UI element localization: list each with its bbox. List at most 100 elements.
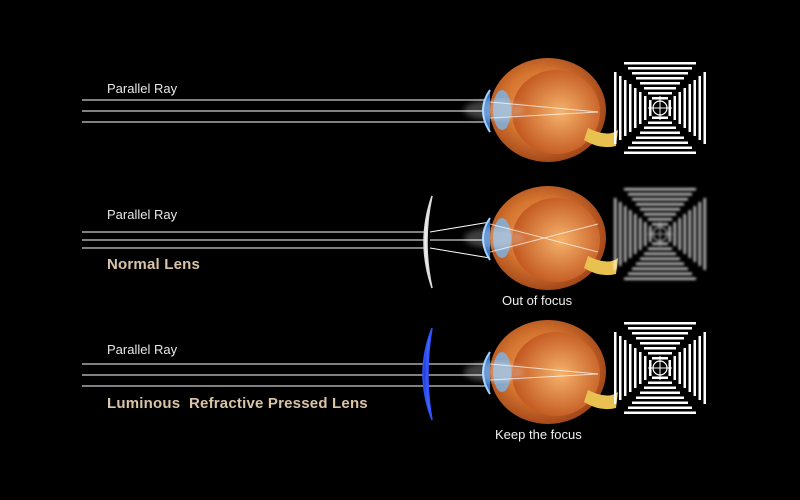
chart-bar (614, 198, 617, 270)
chart-bar (648, 381, 672, 384)
chart-bar (644, 347, 676, 350)
chart-bar (640, 342, 680, 345)
chart-bar (678, 218, 681, 250)
chart-bar (648, 247, 672, 250)
parallel-rays (82, 363, 490, 387)
focus-test-chart-icon (614, 322, 706, 414)
row-1-diagram (82, 58, 706, 162)
chart-bar (624, 80, 627, 136)
chart-bar (634, 88, 637, 128)
chart-bar (644, 96, 647, 120)
chart-bar (683, 348, 686, 388)
chart-bar (648, 92, 672, 95)
chart-bar (636, 396, 684, 399)
chart-bar (644, 213, 676, 216)
chart-bar (632, 72, 688, 75)
chart-bar (624, 277, 696, 280)
parallel-rays (82, 99, 490, 123)
chart-bar (644, 126, 676, 129)
chart-bar (648, 218, 672, 221)
chart-bar (632, 401, 688, 404)
chart-bar (693, 80, 696, 136)
focus-caption: Out of focus (502, 293, 573, 308)
chart-bar (628, 327, 692, 330)
chart-bar (683, 88, 686, 128)
chart-bar (644, 356, 647, 380)
chart-bar (629, 344, 632, 392)
focus-test-chart-icon (614, 188, 706, 280)
chart-bar (636, 77, 684, 80)
chart-bar (698, 76, 701, 140)
chart-bar (624, 206, 627, 262)
chart-bar (628, 272, 692, 275)
chart-bar (634, 348, 637, 388)
concave-lens-icon (423, 195, 433, 289)
chart-bar (639, 92, 642, 124)
chart-bar (636, 136, 684, 139)
ray-label: Parallel Ray (107, 81, 178, 96)
chart-bar (688, 344, 691, 392)
chart-bar (624, 322, 696, 325)
chart-bar (703, 332, 706, 404)
chart-bar (628, 146, 692, 149)
chart-bar (703, 72, 706, 144)
chart-bar (640, 131, 680, 134)
chart-bar (634, 214, 637, 254)
row-2-diagram (82, 186, 706, 290)
chart-bar (632, 141, 688, 144)
chart-bar (639, 352, 642, 384)
chart-bar (628, 193, 692, 196)
chart-bar (629, 210, 632, 258)
chart-bar (644, 222, 647, 246)
chart-bar (636, 203, 684, 206)
eyeball-cross-section-icon (464, 320, 618, 424)
chart-bar (688, 84, 691, 132)
chart-bar (640, 82, 680, 85)
chart-bar (619, 76, 622, 140)
chart-bar (640, 257, 680, 260)
chart-bar (632, 332, 688, 335)
chart-bar (632, 267, 688, 270)
chart-bar (693, 206, 696, 262)
chart-bar (678, 352, 681, 384)
chart-bar (628, 67, 692, 70)
chart-bar (619, 336, 622, 400)
chart-bar (693, 340, 696, 396)
chart-bar (648, 352, 672, 355)
chart-bar (698, 336, 701, 400)
chart-bar (698, 202, 701, 266)
chart-bar (683, 214, 686, 254)
chart-bar (673, 96, 676, 120)
chart-bar (628, 406, 692, 409)
chart-bar (624, 340, 627, 396)
chart-bar (636, 337, 684, 340)
chart-bar (632, 198, 688, 201)
chart-bar (629, 84, 632, 132)
chart-bar (703, 198, 706, 270)
chart-bar (624, 411, 696, 414)
chart-bar (644, 252, 676, 255)
lens-label: Normal Lens (107, 256, 201, 273)
concave-lens-icon (422, 327, 433, 421)
chart-bar (614, 332, 617, 404)
chart-bar (644, 386, 676, 389)
chart-bar (614, 72, 617, 144)
row-3-diagram (82, 320, 706, 424)
focus-test-chart-icon (614, 62, 706, 154)
chart-bar (624, 62, 696, 65)
chart-bar (673, 222, 676, 246)
chart-bar (688, 210, 691, 258)
eyeball-cross-section-icon (464, 58, 618, 162)
chart-bar (678, 92, 681, 124)
lens-label: Luminous Refractive Pressed Lens (107, 395, 368, 412)
chart-bar (648, 121, 672, 124)
focus-caption: Keep the focus (495, 427, 582, 442)
chart-bar (636, 262, 684, 265)
ray-label: Parallel Ray (107, 342, 178, 357)
chart-bar (673, 356, 676, 380)
chart-bar (639, 218, 642, 250)
chart-bar (624, 188, 696, 191)
parallel-rays (82, 221, 491, 259)
